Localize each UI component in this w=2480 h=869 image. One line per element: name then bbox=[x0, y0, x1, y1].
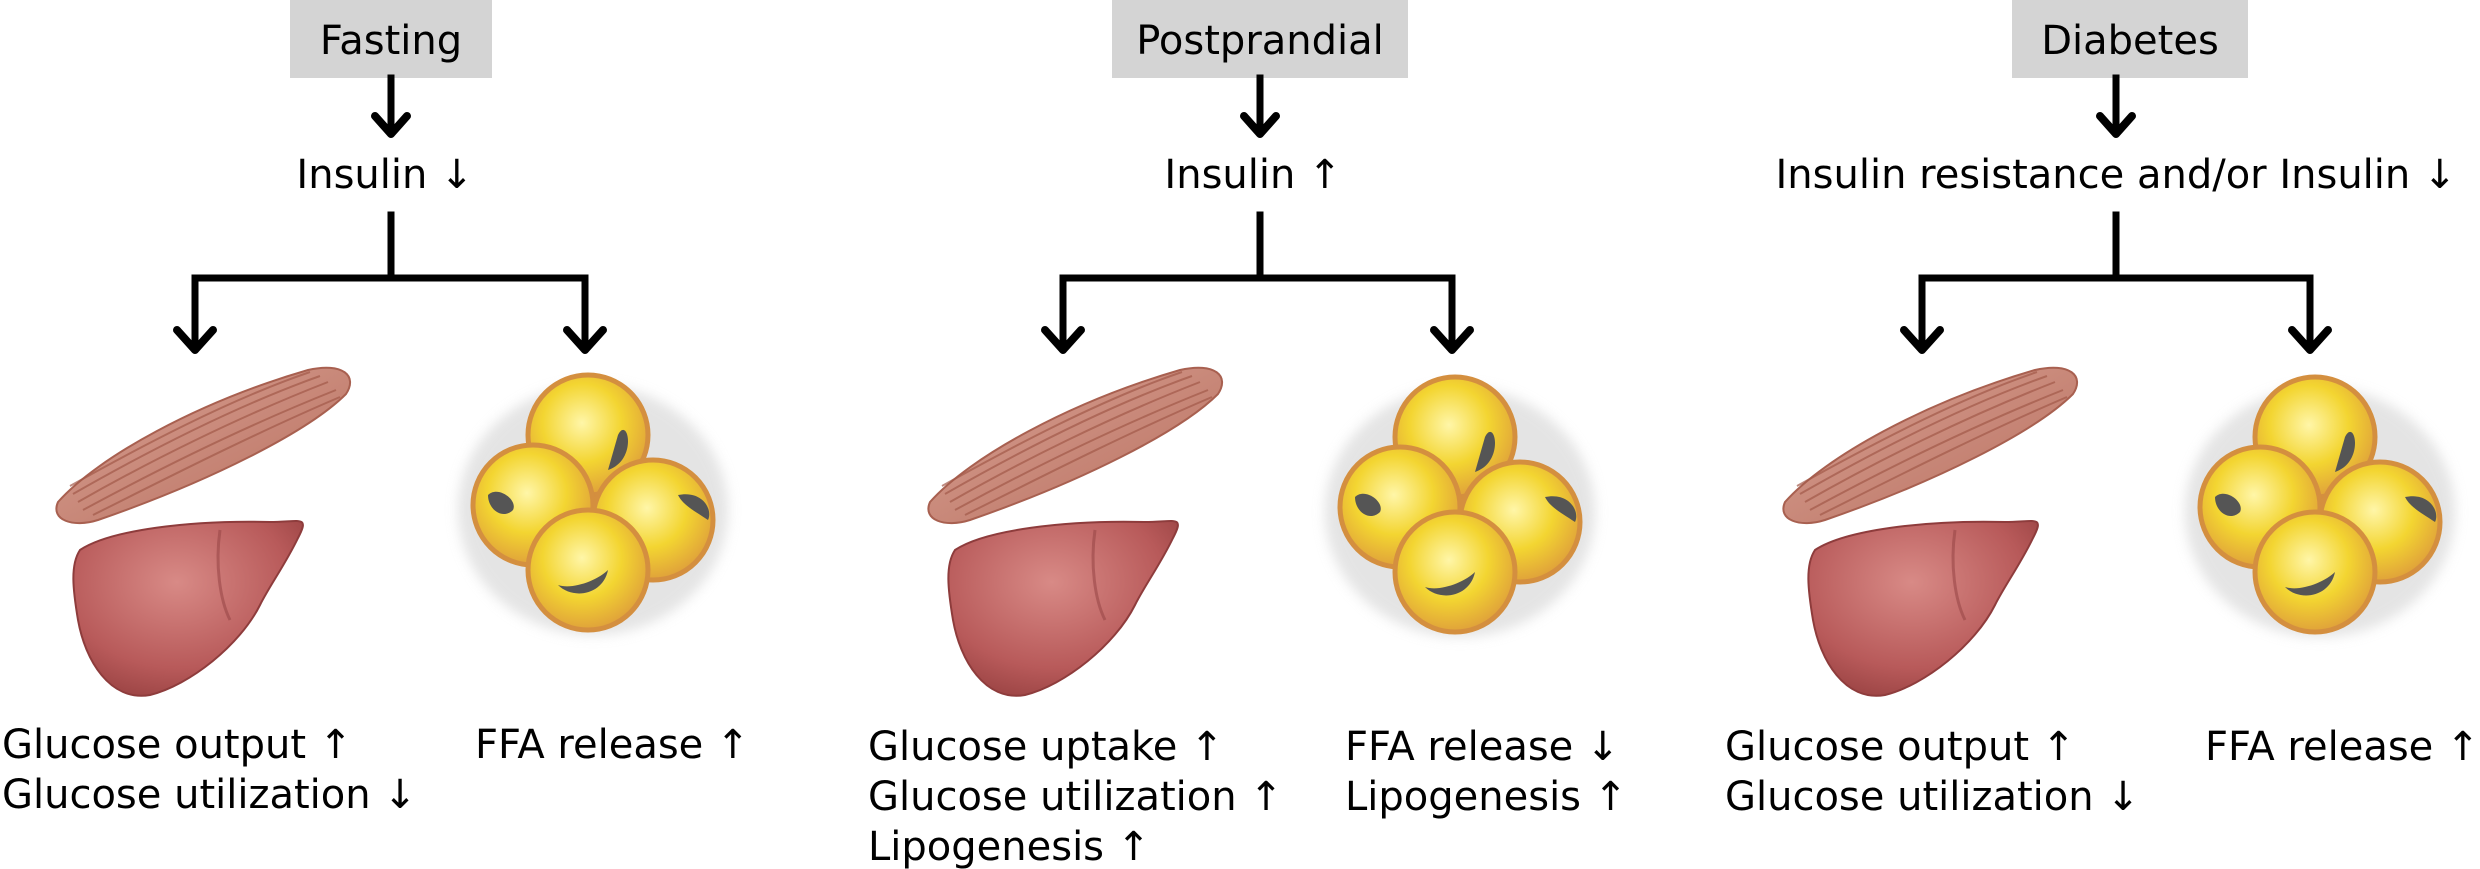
muscle-icon bbox=[55, 366, 352, 525]
fat-cell-icon bbox=[1325, 377, 1595, 637]
output-text: FFA release ↓ bbox=[1345, 724, 1620, 770]
output-text: Glucose output ↑ bbox=[2, 722, 352, 768]
header-box bbox=[290, 0, 492, 78]
liver-icon bbox=[1806, 519, 2040, 698]
right-outputs: FFA release ↑ bbox=[475, 722, 750, 768]
hormone-label: Insulin resistance and/or Insulin ↓ bbox=[1776, 152, 2457, 198]
liver-icon bbox=[71, 519, 305, 698]
arrow-header-to-hormone bbox=[371, 74, 411, 138]
branch-connector bbox=[173, 211, 607, 354]
output-text: Glucose utilization ↑ bbox=[868, 774, 1283, 820]
left-outputs: Glucose output ↑ Glucose utilization ↓ bbox=[1725, 724, 2140, 820]
fat-cell-icon bbox=[458, 375, 728, 635]
hormone-label: Insulin ↓ bbox=[296, 152, 473, 198]
right-outputs: FFA release ↑ bbox=[2205, 724, 2480, 770]
hormone-label: Insulin ↑ bbox=[1164, 152, 1341, 198]
output-text: Glucose utilization ↓ bbox=[2, 772, 417, 818]
panel-header: Diabetes bbox=[2041, 18, 2219, 64]
output-text: Lipogenesis ↑ bbox=[1345, 774, 1627, 820]
header-box bbox=[1112, 0, 1408, 78]
panel-postprandial: Postprandial Insulin ↑ Glucose uptake ↑ … bbox=[868, 0, 1627, 869]
arrow-header-to-hormone bbox=[1240, 74, 1280, 138]
panel-fasting: Fasting Insulin ↓ Glucose output ↑ Gluco… bbox=[2, 0, 750, 818]
output-text: Glucose output ↑ bbox=[1725, 724, 2075, 770]
output-text: Glucose uptake ↑ bbox=[868, 724, 1224, 770]
panel-header: Fasting bbox=[320, 18, 462, 64]
right-outputs: FFA release ↓ Lipogenesis ↑ bbox=[1345, 724, 1627, 820]
left-outputs: Glucose output ↑ Glucose utilization ↓ bbox=[2, 722, 417, 818]
muscle-icon bbox=[927, 366, 1224, 525]
output-text: FFA release ↑ bbox=[2205, 724, 2480, 770]
panel-diabetes: Diabetes Insulin resistance and/or Insul… bbox=[1725, 0, 2480, 820]
branch-connector bbox=[1900, 211, 2332, 354]
branch-connector bbox=[1041, 211, 1474, 354]
output-text: Glucose utilization ↓ bbox=[1725, 774, 2140, 820]
arrow-header-to-hormone bbox=[2096, 74, 2136, 138]
header-box bbox=[2012, 0, 2248, 78]
muscle-icon bbox=[1782, 366, 2079, 525]
output-text: Lipogenesis ↑ bbox=[868, 824, 1150, 869]
output-text: FFA release ↑ bbox=[475, 722, 750, 768]
panel-header: Postprandial bbox=[1136, 18, 1384, 64]
fat-cell-icon bbox=[2185, 377, 2455, 637]
left-outputs: Glucose uptake ↑ Glucose utilization ↑ L… bbox=[868, 724, 1283, 869]
liver-icon bbox=[946, 519, 1180, 698]
